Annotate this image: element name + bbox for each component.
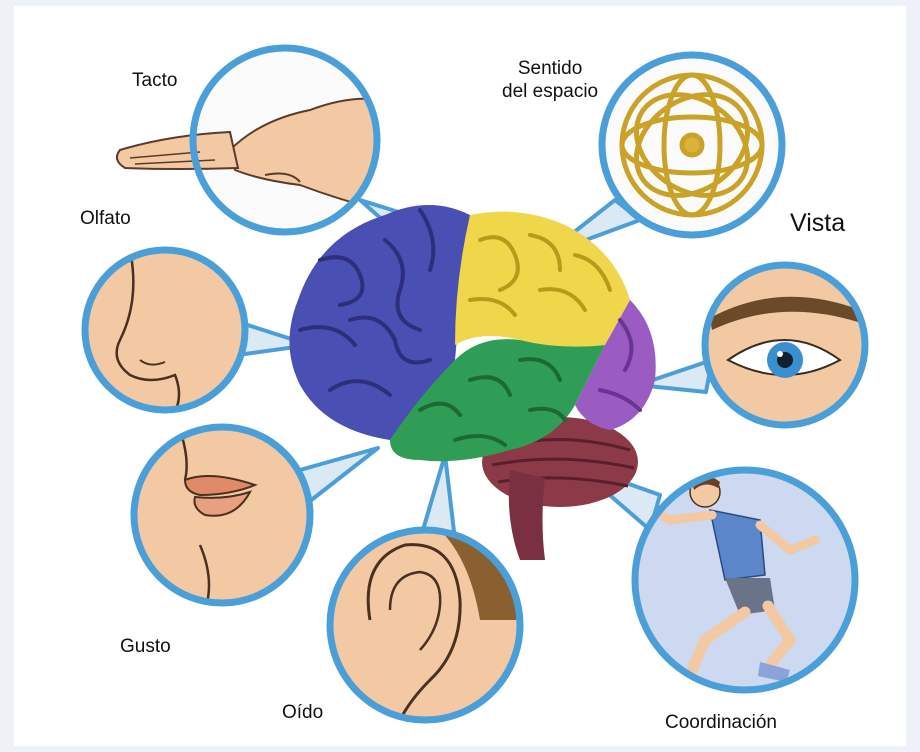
circle-gusto: [134, 427, 310, 610]
pointer-gusto: [300, 448, 378, 505]
circle-espacio: [602, 55, 782, 235]
label-espacio: Sentido del espacio: [502, 58, 598, 104]
label-gusto: Gusto: [120, 636, 171, 659]
brain: [289, 205, 655, 560]
label-oido: Oído: [282, 702, 323, 725]
circle-oido: [330, 530, 520, 720]
circle-olfato: [85, 250, 245, 420]
label-vista: Vista: [790, 208, 845, 238]
circle-vista: [705, 265, 865, 425]
label-espacio-line1: Sentido: [502, 58, 598, 81]
label-espacio-line2: del espacio: [502, 81, 598, 104]
label-tacto: Tacto: [132, 70, 177, 93]
circle-coordinacion: [635, 470, 855, 690]
label-coordinacion: Coordinación: [665, 712, 777, 735]
label-olfato: Olfato: [80, 208, 131, 231]
gyroscope-icon: [617, 74, 767, 217]
